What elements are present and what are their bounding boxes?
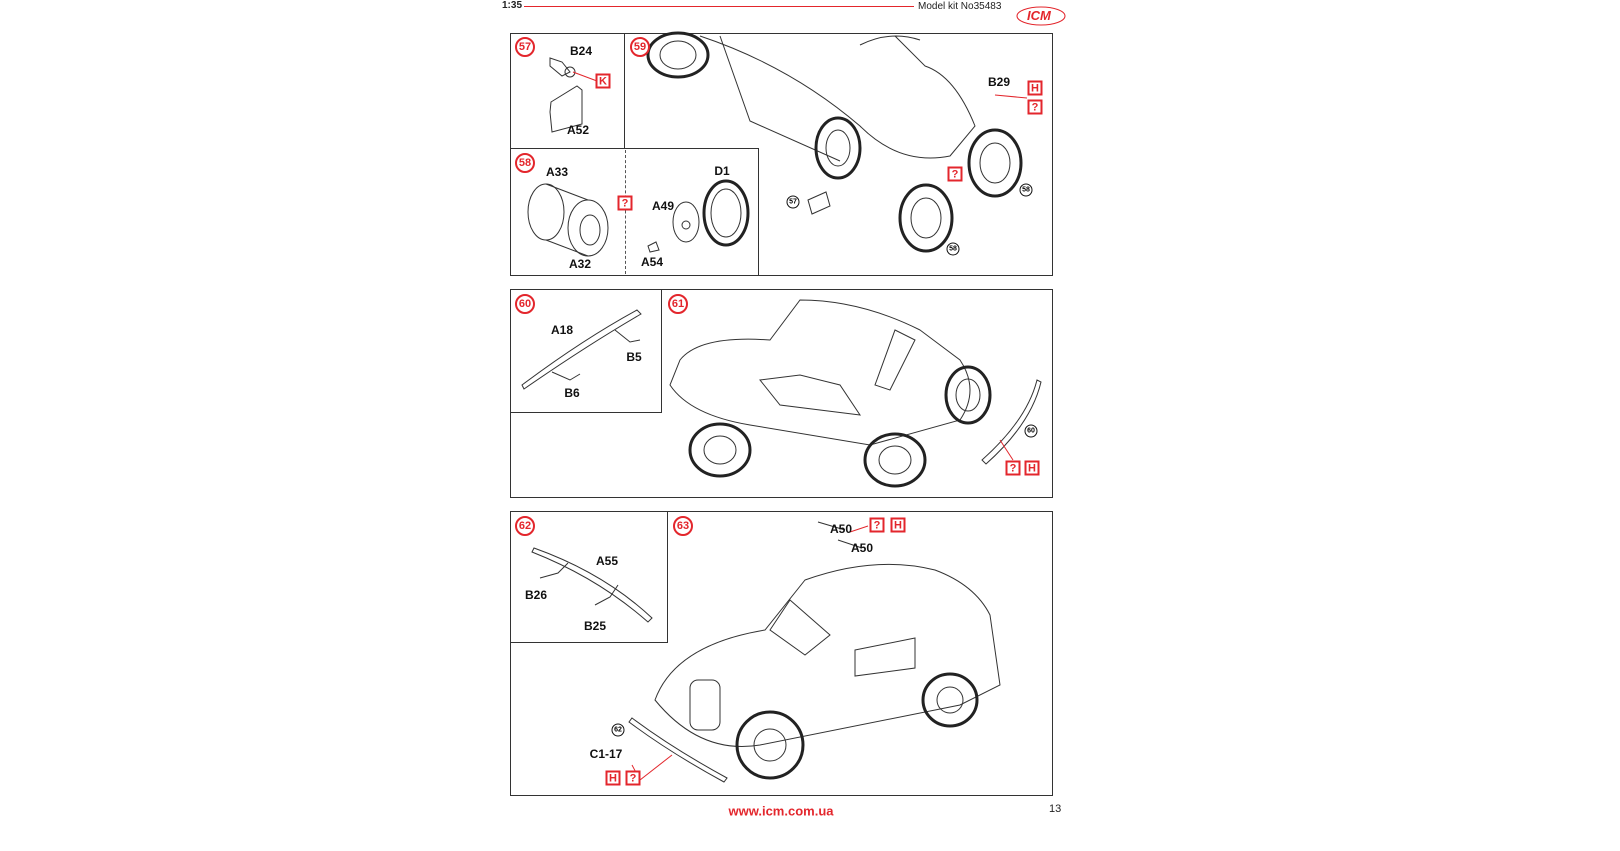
paint-code-unknown: ? xyxy=(1005,460,1021,476)
part-label-a18: A18 xyxy=(550,323,574,337)
paint-code-unknown: ? xyxy=(947,166,963,182)
part-label-a32: A32 xyxy=(568,257,592,271)
step-number-58: 58 xyxy=(515,153,535,173)
step-number-57: 57 xyxy=(515,37,535,57)
part-label-a50: A50 xyxy=(850,541,874,555)
header-rule xyxy=(524,6,914,7)
part-label-b29: B29 xyxy=(987,75,1011,89)
panel-step-60 xyxy=(510,289,662,413)
paint-code-h: H xyxy=(605,770,621,786)
part-label-d1: D1 xyxy=(714,164,730,178)
part-label-b5: B5 xyxy=(626,350,642,364)
scale-label: 1:35 xyxy=(502,0,523,11)
step-number-60: 60 xyxy=(515,294,535,314)
part-label-a55: A55 xyxy=(595,554,619,568)
svg-text:ICM: ICM xyxy=(1027,8,1052,23)
paint-code-h: H xyxy=(890,517,906,533)
panel-step-63 xyxy=(510,511,1053,796)
paint-code-unknown: ? xyxy=(625,770,641,786)
part-label-b24: B24 xyxy=(569,44,593,58)
step-number-63: 63 xyxy=(673,516,693,536)
paint-code-unknown: ? xyxy=(869,517,885,533)
paint-code-h: H xyxy=(1027,80,1043,96)
part-label-c1-17: C1-17 xyxy=(589,747,623,761)
step-reference-60: 60 xyxy=(1024,424,1038,438)
part-label-b26: B26 xyxy=(524,588,548,602)
dashed-divider xyxy=(625,150,626,274)
paint-code-k: K xyxy=(595,73,611,89)
website-link[interactable]: www.icm.com.ua xyxy=(728,803,834,819)
part-label-b25: B25 xyxy=(583,619,607,633)
page-number: 13 xyxy=(1049,803,1062,815)
step-reference-58: 58 xyxy=(946,242,960,256)
part-label-a33: A33 xyxy=(545,165,569,179)
paint-code-h: H xyxy=(1024,460,1040,476)
step-number-62: 62 xyxy=(515,516,535,536)
icm-logo: ICM xyxy=(1015,3,1067,27)
panel-step-62 xyxy=(510,511,668,643)
step-number-61: 61 xyxy=(668,294,688,314)
part-label-a52: A52 xyxy=(566,123,590,137)
kit-number: Model kit No35483 xyxy=(918,1,1002,12)
part-label-b6: B6 xyxy=(564,386,580,400)
paint-code-unknown: ? xyxy=(617,195,633,211)
paint-code-unknown: ? xyxy=(1027,99,1043,115)
part-label-a50: A50 xyxy=(829,522,853,536)
step-reference-62: 62 xyxy=(611,723,625,737)
part-label-a49: A49 xyxy=(651,199,675,213)
step-reference-57: 57 xyxy=(786,195,800,209)
step-reference-58: 58 xyxy=(1019,183,1033,197)
panel-step-58 xyxy=(510,148,759,276)
step-number-59: 59 xyxy=(630,37,650,57)
part-label-a54: A54 xyxy=(640,255,664,269)
